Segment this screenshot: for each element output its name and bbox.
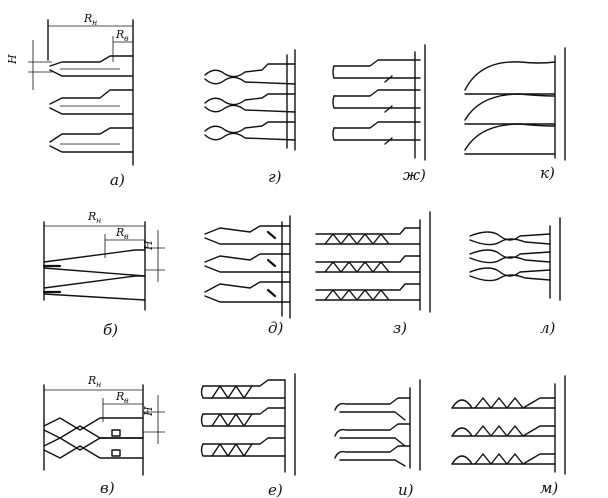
dim-label-r-outer-v: R [87,374,96,387]
panel-i-drawing [334,379,421,471]
panel-l-drawing [469,217,561,301]
panel-m-drawing [451,375,566,475]
dim-sub-r-inner-a: в [124,34,129,43]
panel-d-drawing [204,215,291,319]
panel-g-drawing [204,49,296,151]
dim-label-r-inner-v: R [115,390,124,403]
dim-label-r-inner-b: R [115,226,124,239]
panel-zh-drawing [332,44,426,161]
panel-z-drawing [315,211,431,313]
dim-sub-r-outer-v: н [96,380,101,389]
dim-sub-r-outer-a: н [92,18,97,27]
dim-label-h-a: H [6,54,19,65]
caption-v: в) [100,479,115,497]
dim-label-r-outer-b: R [87,210,96,223]
dim-label-r-outer-a: R [83,12,92,25]
caption-z: з) [393,319,407,337]
caption-l: л) [540,319,556,337]
dim-sub-r-inner-b: в [124,232,129,241]
panel-b-drawing [42,221,165,311]
caption-a: а) [110,171,125,189]
caption-m: м) [540,479,558,497]
caption-g: г) [268,168,282,186]
dim-label-h-v: H [142,406,155,417]
panel-k-drawing [464,47,566,161]
caption-i: и) [398,481,414,498]
caption-e: е) [268,481,283,498]
panel-v-drawing [43,384,165,476]
caption-d: д) [268,319,284,337]
panel-e-drawing [200,373,296,476]
dim-label-h-b: H [142,240,155,251]
dim-sub-r-inner-v: в [124,396,129,405]
caption-zh: ж) [403,166,426,184]
panel-a-drawing [28,19,134,166]
caption-b: б) [103,321,118,339]
dim-label-r-inner-a: R [115,28,124,41]
dim-sub-r-outer-b: н [96,216,101,225]
caption-k: к) [540,164,555,182]
